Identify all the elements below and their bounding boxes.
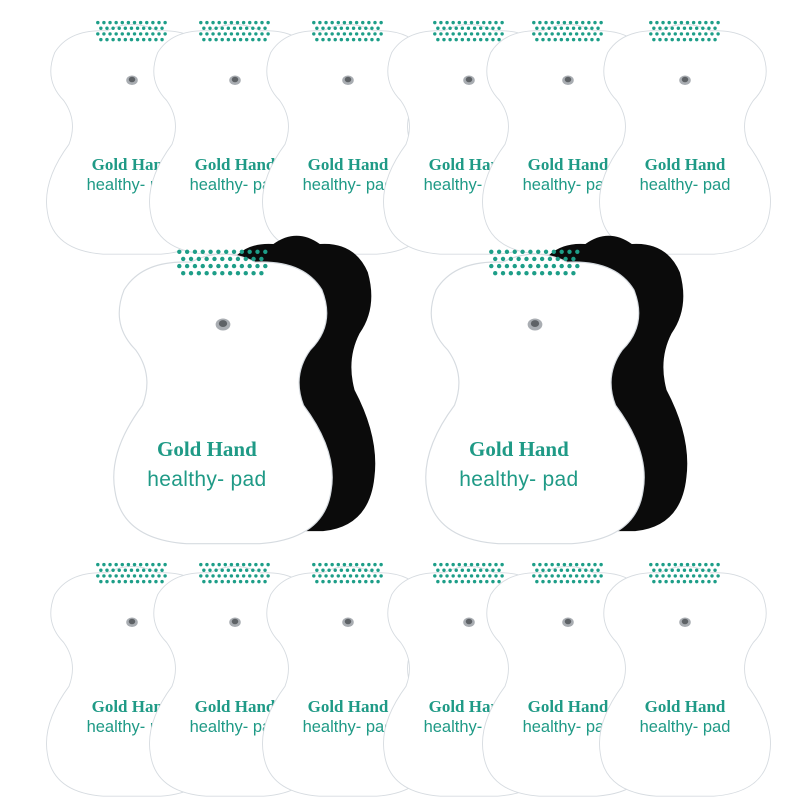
pad-brand-text: Gold Hand bbox=[527, 154, 609, 174]
tab-dot-pattern bbox=[312, 562, 383, 584]
tab-dot-pattern bbox=[312, 20, 383, 42]
pad-graphic bbox=[113, 235, 376, 545]
pad-subtitle-text: healthy- pad bbox=[189, 176, 281, 195]
tab-dot-pattern bbox=[177, 249, 268, 276]
tab-dot-pattern bbox=[433, 562, 504, 584]
pad-subtitle-text: healthy- pad bbox=[639, 176, 731, 195]
pad-face bbox=[599, 23, 771, 255]
pad-graphic bbox=[599, 562, 771, 797]
pad-brand-text: Gold Hand bbox=[194, 154, 276, 174]
pad-face bbox=[599, 565, 771, 797]
pad-subtitle-text: healthy- pad bbox=[302, 718, 394, 737]
pad-brand-text: Gold Hand bbox=[157, 436, 257, 461]
pad-brand-text: Gold Hand bbox=[307, 696, 389, 716]
pad-subtitle-text: healthy- pad bbox=[302, 176, 394, 195]
tab-dot-pattern bbox=[433, 20, 504, 42]
tab-dot-pattern bbox=[489, 249, 580, 276]
pad-brand-text: Gold Hand bbox=[307, 154, 389, 174]
pad-brand-text: Gold Hand bbox=[194, 696, 276, 716]
pad-subtitle-text: healthy- pad bbox=[459, 468, 579, 491]
pad-brand-text: Gold Hand bbox=[91, 154, 173, 174]
pad-subtitle-text: healthy- pad bbox=[522, 176, 614, 195]
small-pad-bottom: Gold Hand healthy- pad bbox=[595, 560, 775, 798]
tab-dot-pattern bbox=[96, 562, 167, 584]
tab-dot-pattern bbox=[532, 562, 603, 584]
pad-face bbox=[113, 253, 333, 545]
pad-subtitle-text: healthy- pad bbox=[522, 718, 614, 737]
pad-brand-text: Gold Hand bbox=[428, 696, 510, 716]
small-pad-top: Gold Hand healthy- pad bbox=[595, 18, 775, 256]
pad-brand-text: Gold Hand bbox=[428, 154, 510, 174]
tab-dot-pattern bbox=[96, 20, 167, 42]
pad-subtitle-text: healthy- pad bbox=[189, 718, 281, 737]
tab-dot-pattern bbox=[199, 20, 270, 42]
pad-brand-text: Gold Hand bbox=[644, 154, 726, 174]
pad-brand-text: Gold Hand bbox=[527, 696, 609, 716]
pad-face bbox=[425, 253, 645, 545]
pad-subtitle-text: healthy- pad bbox=[639, 718, 731, 737]
tab-dot-pattern bbox=[199, 562, 270, 584]
large-pad-with-backing: Gold Hand healthy- pad bbox=[420, 235, 688, 546]
pad-brand-text: Gold Hand bbox=[91, 696, 173, 716]
tab-dot-pattern bbox=[649, 20, 720, 42]
pad-graphic bbox=[599, 20, 771, 255]
pad-brand-text: Gold Hand bbox=[644, 696, 726, 716]
large-pad-with-backing: Gold Hand healthy- pad bbox=[108, 235, 376, 546]
pad-graphic bbox=[425, 235, 688, 545]
tab-dot-pattern bbox=[532, 20, 603, 42]
pad-brand-text: Gold Hand bbox=[469, 436, 569, 461]
tab-dot-pattern bbox=[649, 562, 720, 584]
pad-subtitle-text: healthy- pad bbox=[147, 468, 267, 491]
